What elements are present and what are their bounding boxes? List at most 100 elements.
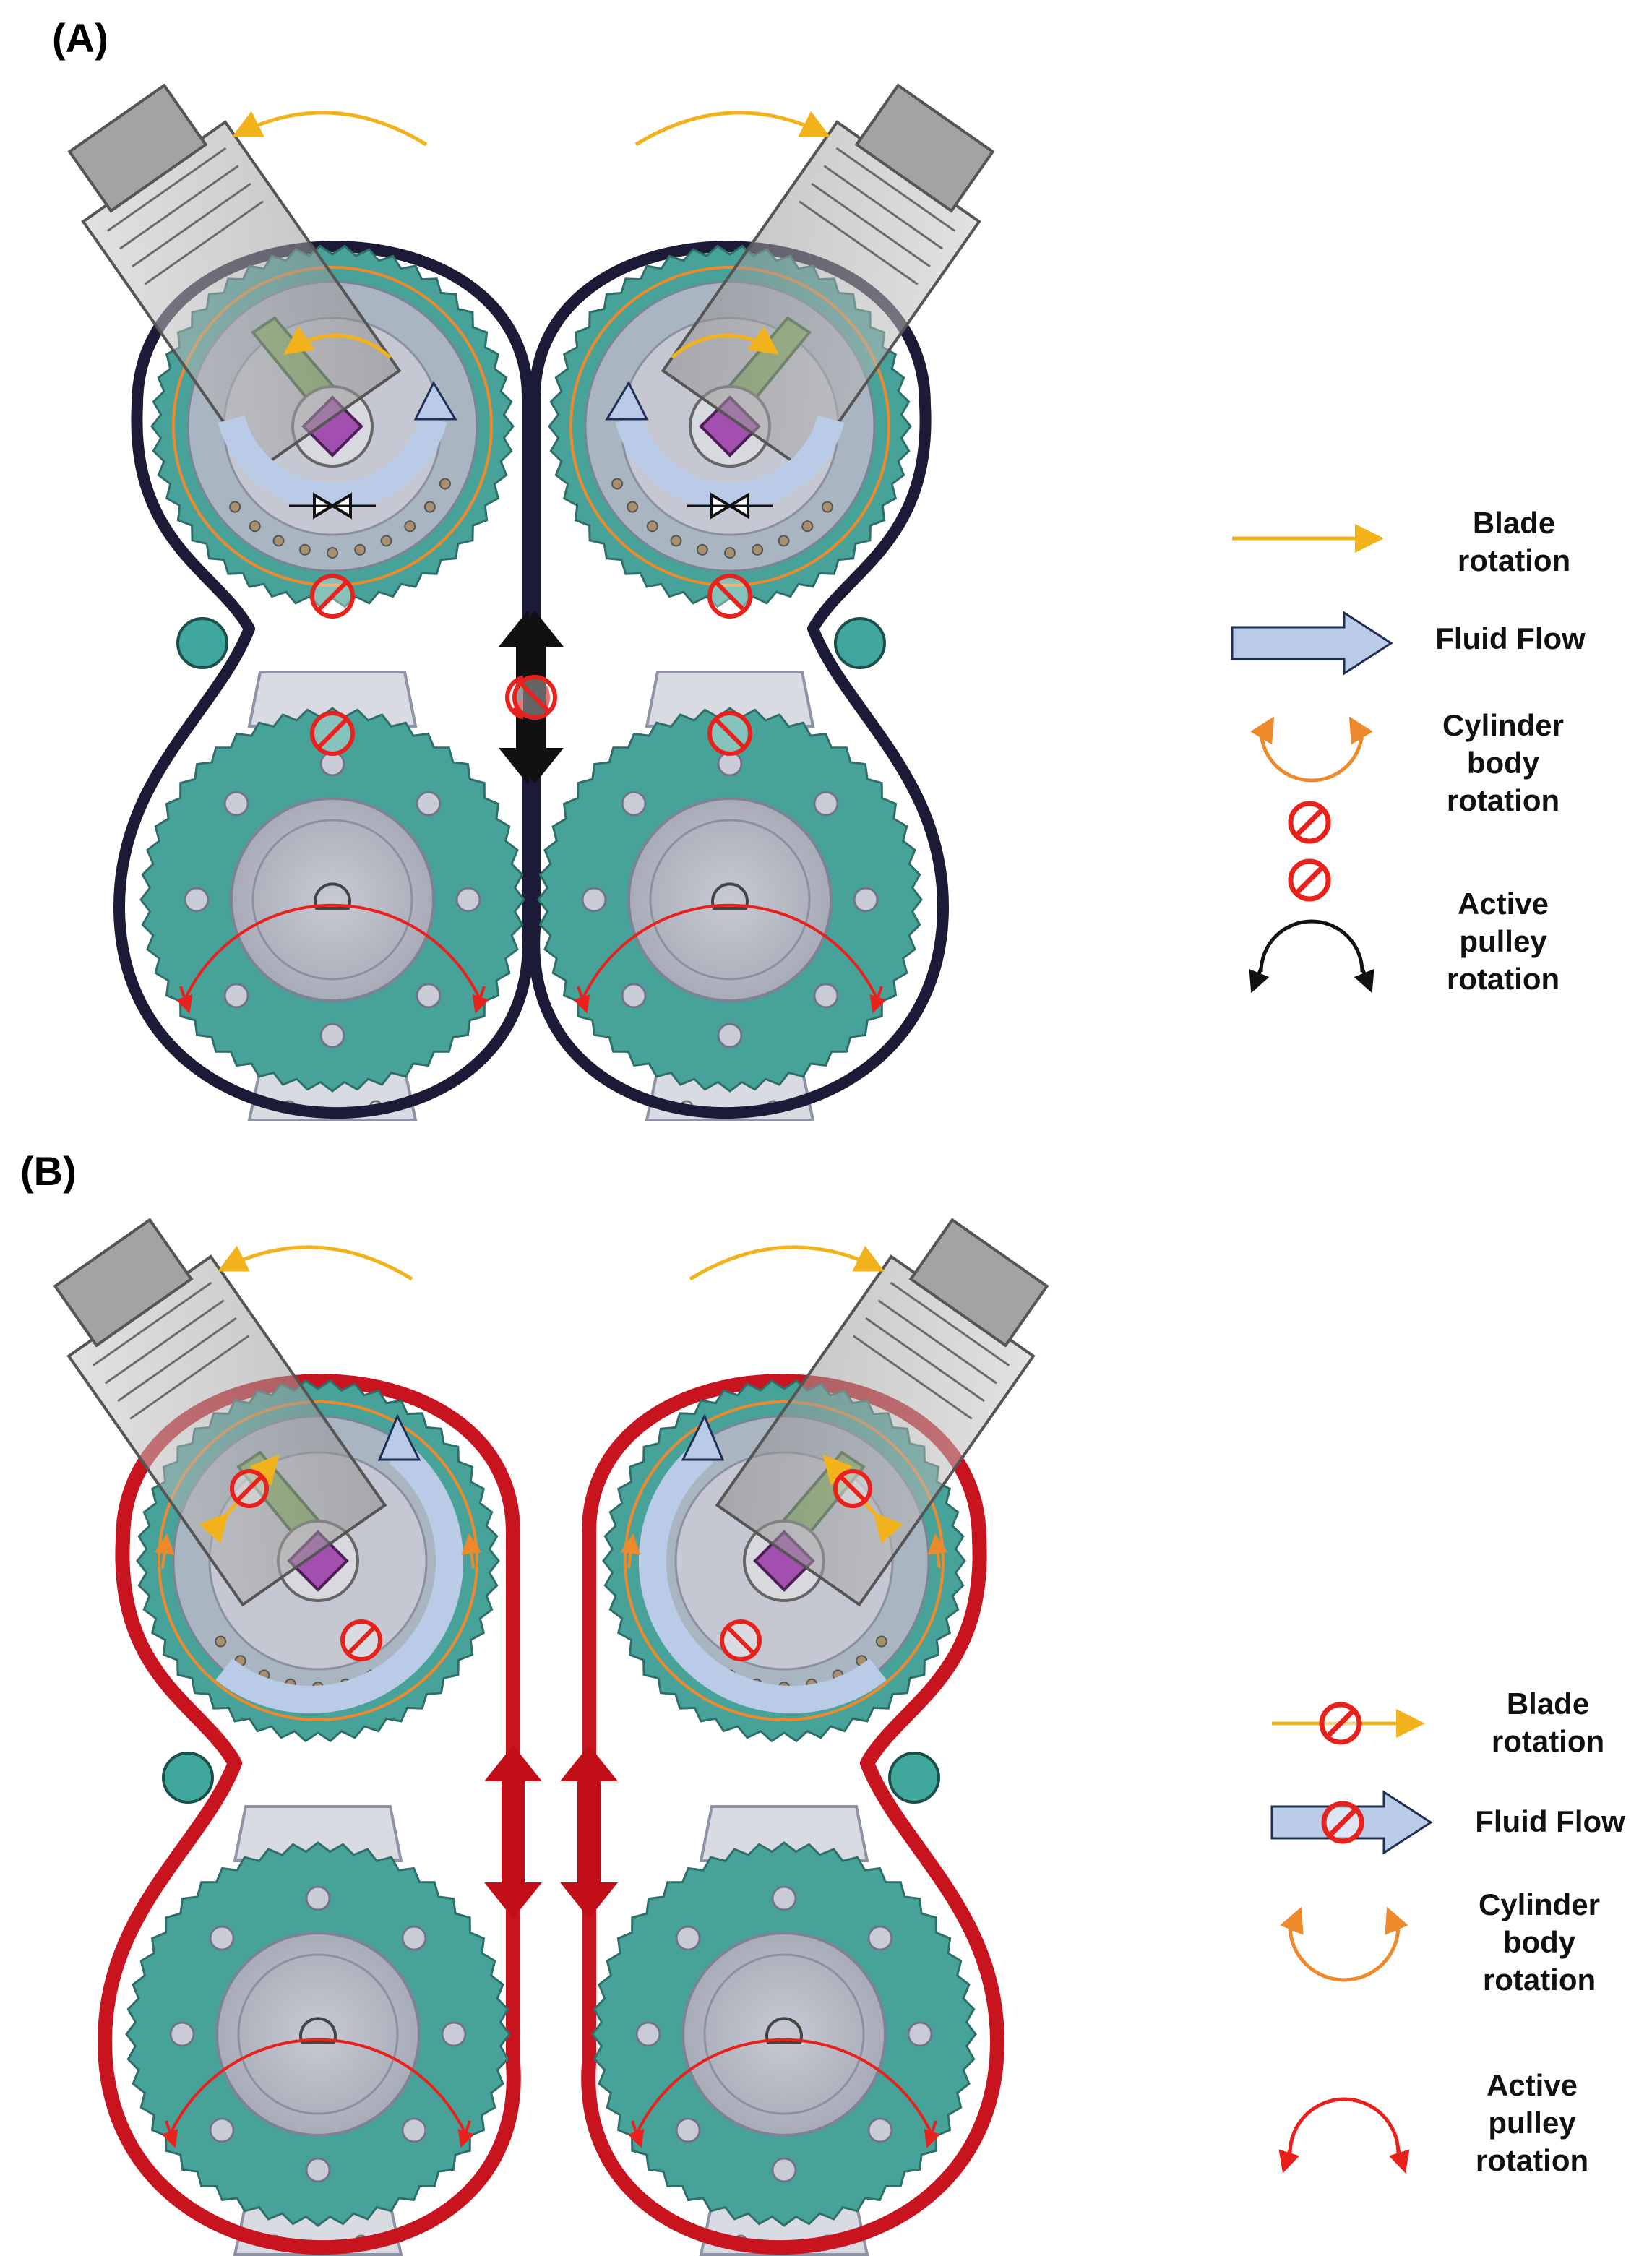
shaft-key xyxy=(711,882,749,910)
bolt-hole xyxy=(771,1885,797,1911)
legend-b-cyl-line3: rotation xyxy=(1483,1963,1596,1997)
legend-b-fluid: Fluid Flow xyxy=(1475,1804,1625,1838)
cylinder-rotation-ring xyxy=(172,266,493,587)
prohibit-icon xyxy=(230,1469,269,1508)
bolt-hole xyxy=(853,887,879,913)
prohibit-icon xyxy=(833,1469,872,1508)
belt-drive-unit xyxy=(67,83,556,1121)
motor-cap xyxy=(908,1218,1049,1348)
bolt-hole xyxy=(581,887,607,913)
legend-b-pulley-line1: Active xyxy=(1487,2068,1578,2102)
bolt-hole xyxy=(169,2021,195,2047)
blade-direction-arrow xyxy=(634,111,830,147)
fluid-flow-arrow xyxy=(615,415,845,511)
pulley-rotation-arc xyxy=(183,903,482,1002)
panel-label-b: (B) xyxy=(20,1148,77,1194)
motor-fin xyxy=(835,147,956,232)
legend-a-cyl-line2: body xyxy=(1467,746,1540,780)
pulley-arrowhead xyxy=(573,986,590,1014)
motor-fin xyxy=(877,1299,997,1385)
port-hole xyxy=(298,543,311,556)
prohibit-slash xyxy=(726,1625,756,1656)
curved-arrow-icon xyxy=(1259,919,1364,973)
port-hole xyxy=(752,543,764,556)
bolt-hole xyxy=(319,1022,345,1049)
belt xyxy=(581,1374,1004,2255)
top-bracket xyxy=(247,671,418,728)
port-hole xyxy=(439,478,451,490)
bottom-hub-ring xyxy=(237,1953,399,2115)
bolt-hole xyxy=(621,983,647,1009)
legend-panel-a: Blade rotation Fluid Flow Cylinder body … xyxy=(1231,506,1586,996)
prohibit-slash xyxy=(714,718,746,749)
prohibit-slash xyxy=(519,681,551,713)
fluid-arrowhead xyxy=(413,380,457,421)
motor-housing xyxy=(661,83,995,473)
motor-cap xyxy=(854,83,995,213)
port-hole xyxy=(229,501,241,513)
port-hole xyxy=(423,501,436,513)
belt xyxy=(528,241,949,1119)
pulley-arrowhead xyxy=(472,986,489,1014)
pulley-arrowhead xyxy=(457,2120,475,2148)
motor-fin xyxy=(823,165,943,250)
shaft-key xyxy=(765,2017,803,2044)
motor-fin xyxy=(132,182,251,268)
legend-a-fluid: Fluid Flow xyxy=(1435,621,1586,655)
blade-rotation-arrow xyxy=(283,326,392,359)
pulley-rotation-arc xyxy=(580,903,879,1002)
bolt-hole xyxy=(675,2117,701,2143)
motor-fin xyxy=(129,1335,249,1420)
top-bracket xyxy=(645,671,815,728)
motor-fin xyxy=(865,1317,985,1403)
belt xyxy=(113,241,534,1119)
motor-fin xyxy=(890,1281,1010,1366)
prohibit-icon xyxy=(707,574,752,619)
bolt-hole xyxy=(867,2117,893,2143)
motor-fin xyxy=(117,1317,237,1403)
blade-direction-arrow xyxy=(218,1245,413,1281)
belt-drive-unit xyxy=(53,1218,542,2256)
curved-arrow-icon xyxy=(1259,729,1364,783)
pulley-direction-arrow xyxy=(484,1745,542,1919)
legend-b-pulley-line2: pulley xyxy=(1488,2106,1576,2140)
motor-cap xyxy=(67,83,208,213)
bolt-hole xyxy=(813,791,839,817)
panel-label-a: (A) xyxy=(52,15,108,61)
curved-arrow-icon xyxy=(1288,2097,1401,2154)
bolt-hole xyxy=(675,1925,701,1951)
legend-panel-b: Blade rotation Fluid Flow Cylinder body … xyxy=(1270,1687,1625,2177)
shaft-key xyxy=(299,2017,337,2044)
fluid-arrowhead xyxy=(681,1413,725,1461)
bolt-hole xyxy=(401,2117,427,2143)
bolt-hole xyxy=(305,1885,331,1911)
prohibit-icon xyxy=(310,574,355,619)
pulley-arrowhead xyxy=(869,986,887,1014)
motor-fin xyxy=(92,1281,212,1366)
fluid-arrow-icon xyxy=(1231,611,1393,676)
bolt-hole xyxy=(416,983,442,1009)
cylinder-arrowhead xyxy=(154,1533,175,1569)
pulley-arrowhead xyxy=(176,986,193,1014)
port-hole xyxy=(215,1635,227,1648)
belt-drive-unit xyxy=(560,1218,1049,2256)
motor-fin xyxy=(119,165,239,250)
cylinder-arrowhead xyxy=(620,1533,641,1569)
port-hole xyxy=(801,520,814,533)
shaft-key xyxy=(314,882,351,910)
prohibit-icon xyxy=(1288,801,1331,844)
motor-fin xyxy=(144,200,264,285)
motor-housing xyxy=(53,1218,387,1607)
bolt-hole xyxy=(184,887,210,913)
prohibit-icon xyxy=(1319,1702,1362,1745)
motor-cap xyxy=(53,1218,194,1348)
port-hole xyxy=(627,501,639,513)
prohibit-slash xyxy=(839,1475,866,1502)
bottom-hub xyxy=(681,1932,887,2137)
prohibit-icon xyxy=(1288,858,1331,902)
legend-b-cyl-line1: Cylinder xyxy=(1479,1887,1600,1921)
legend-a-pulley-line3: rotation xyxy=(1447,962,1559,996)
legend-a-blade-line1: Blade xyxy=(1473,506,1555,540)
bottom-hub xyxy=(215,1932,421,2137)
idler-roller xyxy=(888,1752,940,1804)
